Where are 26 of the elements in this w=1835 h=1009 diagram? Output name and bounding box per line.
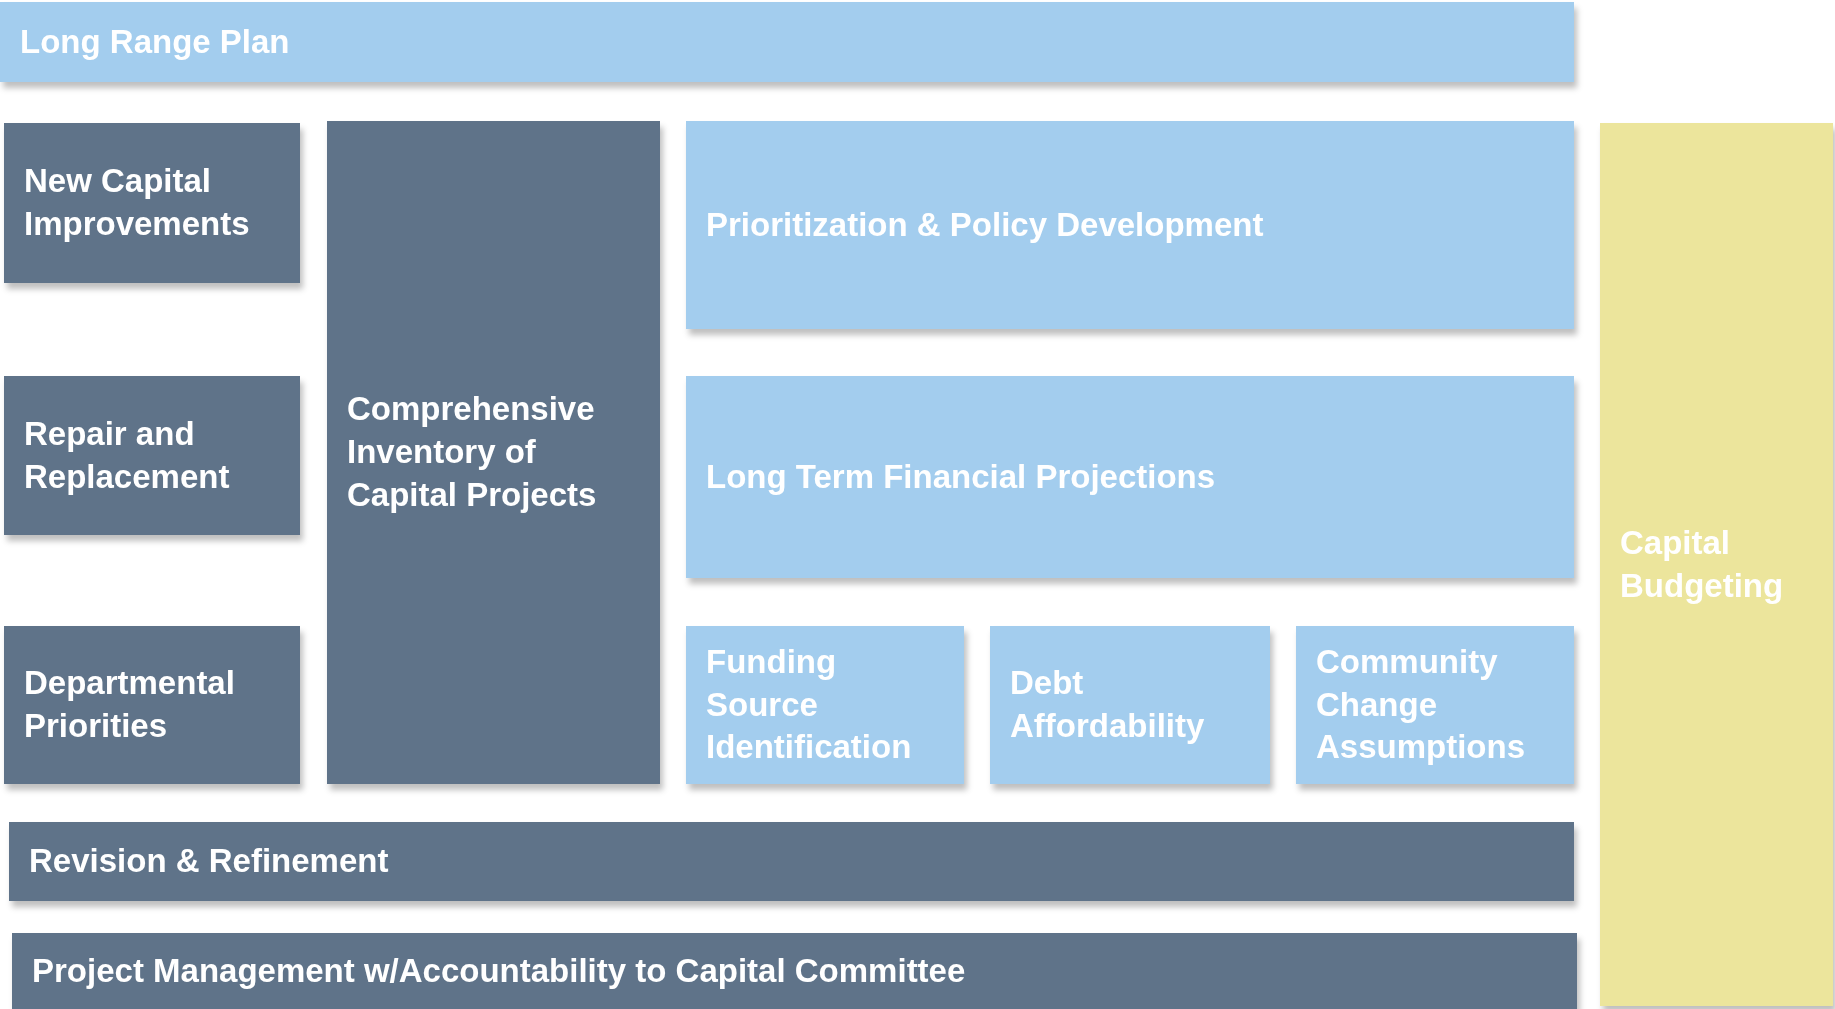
side-band bbox=[1600, 123, 1833, 1006]
category-box bbox=[12, 933, 1577, 1009]
box-label: Long Range Plan bbox=[20, 21, 290, 62]
box-label: Project Management w/Accountability to Capital Committee bbox=[32, 950, 966, 991]
process-box bbox=[990, 626, 1270, 784]
process-box bbox=[0, 2, 1574, 82]
category-box bbox=[4, 376, 300, 535]
box-label: Departmental Priorities bbox=[24, 663, 236, 746]
box-label: Debt Affordability bbox=[1010, 663, 1206, 746]
box-label: Repair and Replacement bbox=[24, 413, 231, 497]
category-box bbox=[4, 123, 300, 283]
box-label: Comprehensive Inventory of Capital Projects bbox=[347, 389, 598, 515]
box-label: Capital Budgeting bbox=[1620, 522, 1785, 606]
box-label: Revision & Refinement bbox=[29, 841, 389, 882]
box-label: New Capital Improvements bbox=[24, 161, 251, 244]
category-box bbox=[4, 626, 300, 784]
box-label: Prioritization & Policy Development bbox=[706, 204, 1264, 245]
category-box bbox=[327, 121, 660, 784]
process-box bbox=[686, 121, 1574, 329]
process-box bbox=[686, 376, 1574, 578]
process-box bbox=[686, 626, 964, 784]
category-box bbox=[9, 822, 1574, 901]
process-box bbox=[1296, 626, 1574, 784]
box-label: Funding Source Identification bbox=[706, 641, 913, 768]
box-label: Community Change Assumptions bbox=[1316, 641, 1527, 768]
box-label: Long Term Financial Projections bbox=[706, 456, 1216, 497]
